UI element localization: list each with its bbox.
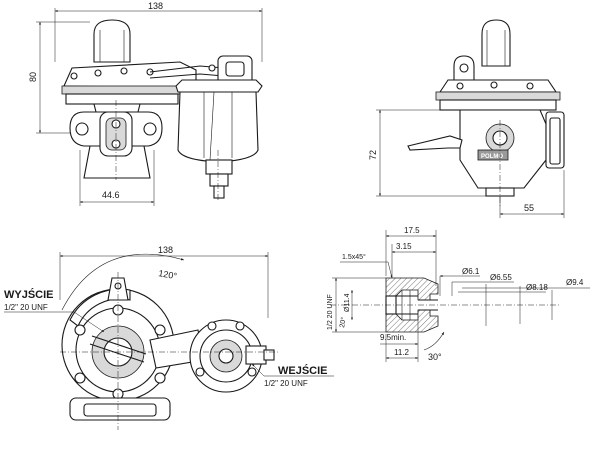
dim-8-18: Ø8.18 <box>526 283 548 292</box>
dim-top-flange: 44.6 <box>102 190 120 200</box>
dim-chamfer: 1.5x45° <box>342 253 366 261</box>
outlet-thread: 1/2" 20 UNF <box>4 303 48 312</box>
dim-top-height: 80 <box>28 72 38 82</box>
dim-side-height: 72 <box>368 150 378 160</box>
dim-angle-120: 120° <box>158 268 178 281</box>
brand-label: POLMO <box>481 154 503 160</box>
dim-3-15: 3.15 <box>396 242 412 251</box>
dim-9-4: Ø9.4 <box>566 278 584 287</box>
inlet-title: WEJŚCIE <box>278 364 328 377</box>
dim-min-depth: 9.5min. <box>380 333 406 342</box>
dim-angle-20: 20° <box>338 316 348 328</box>
inlet-thread: 1/2" 20 UNF <box>264 379 308 388</box>
outlet-title: WYJŚCIE <box>4 288 54 301</box>
dim-17-5: 17.5 <box>404 226 420 235</box>
dim-11-4: Ø11.4 <box>344 293 351 312</box>
dim-6-55: Ø6.55 <box>490 273 512 282</box>
top-plan-view: 138 120° <box>4 245 334 430</box>
dim-side-depth: 55 <box>524 203 534 213</box>
dim-bottom-width: 138 <box>158 245 173 255</box>
port-detail-section: 17.5 3.15 1.5x45° Ø6.1 Ø6.55 Ø8.18 Ø9.4 <box>327 226 590 362</box>
dim-thread: 1/2 20 UNF <box>327 294 334 330</box>
dim-angle-30: 30° <box>428 352 442 362</box>
dim-top-width: 138 <box>148 1 163 11</box>
dim-6-1: Ø6.1 <box>462 267 480 276</box>
side-view: POLMO 72 55 <box>368 19 565 218</box>
dim-11-2: 11.2 <box>394 348 410 357</box>
front-view-top: 138 80 <box>28 1 263 206</box>
